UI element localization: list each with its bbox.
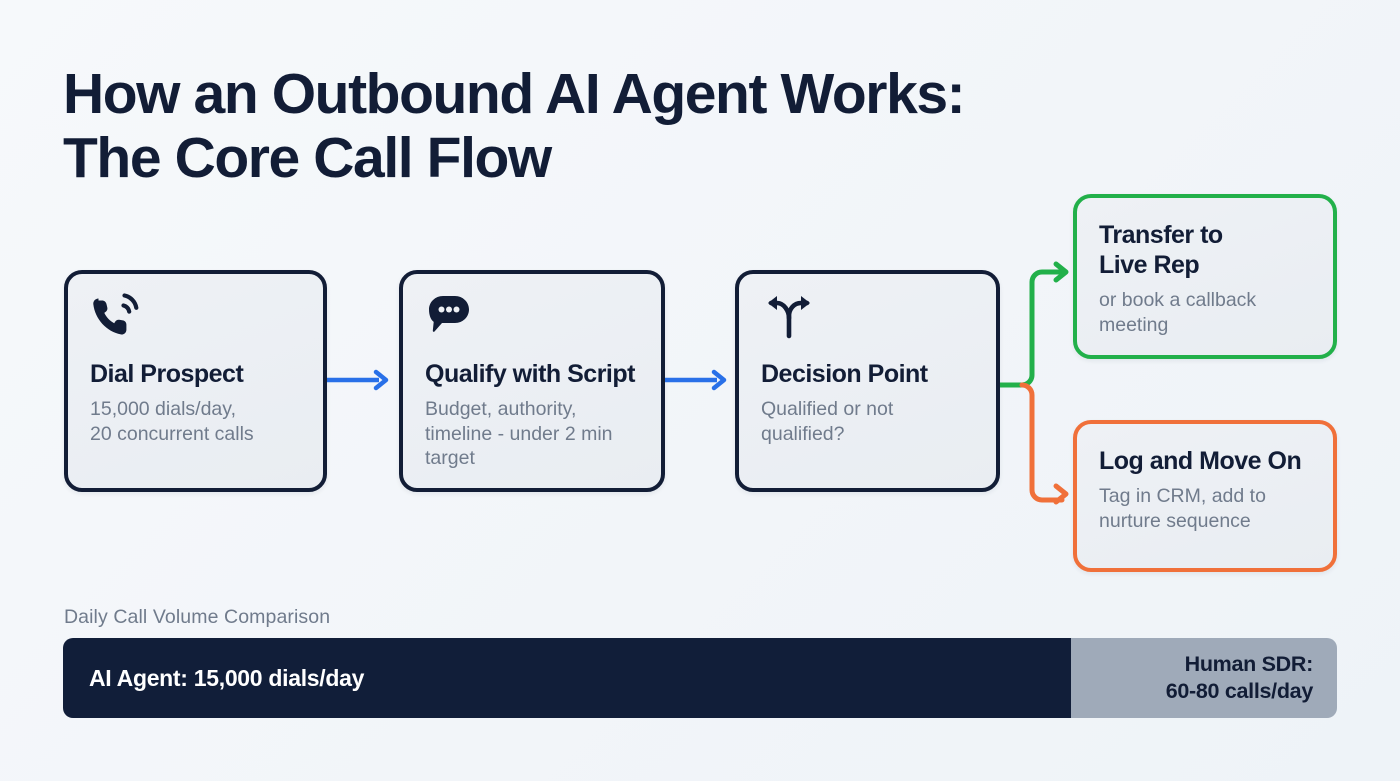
flow-step-decision-point: Decision Point Qualified or not qualifie… xyxy=(735,270,1000,492)
arrow-connector-dial-to-qualify xyxy=(327,369,397,396)
flow-step-desc: Budget, authority, timeline - under 2 mi… xyxy=(425,398,613,469)
outcome-title: Transfer to Live Rep xyxy=(1099,221,1223,279)
comparison-caption: Daily Call Volume Comparison xyxy=(64,606,331,628)
bar-segment-ai-agent: AI Agent: 15,000 dials/day xyxy=(63,638,1071,718)
fork-branch-icon xyxy=(761,292,978,345)
page-title: How an Outbound AI Agent Works: The Core… xyxy=(63,62,966,190)
outcome-title: Log and Move On xyxy=(1099,447,1302,475)
call-volume-comparison-bar: AI Agent: 15,000 dials/day Human SDR: 60… xyxy=(63,638,1337,718)
branch-connectors xyxy=(997,255,1080,520)
speech-bubble-dots-icon xyxy=(425,292,643,345)
flow-step-title: Decision Point xyxy=(761,360,928,388)
arrow-connector-qualify-to-decision xyxy=(665,369,737,396)
flow-step-desc: 15,000 dials/day, 20 concurrent calls xyxy=(90,398,254,445)
phone-call-icon xyxy=(90,292,305,345)
outcome-log-and-move-on: Log and Move On Tag in CRM, add to nurtu… xyxy=(1073,420,1337,572)
flow-step-dial-prospect: Dial Prospect 15,000 dials/day, 20 concu… xyxy=(64,270,327,492)
flow-step-title: Dial Prospect xyxy=(90,360,244,388)
flow-step-desc: Qualified or not qualified? xyxy=(761,398,894,445)
outcome-desc: Tag in CRM, add to nurture sequence xyxy=(1099,485,1266,532)
outcome-desc: or book a callback meeting xyxy=(1099,289,1257,336)
outcome-transfer-to-live-rep: Transfer to Live Rep or book a callback … xyxy=(1073,194,1337,359)
bar-segment-human-sdr: Human SDR: 60-80 calls/day xyxy=(1071,638,1337,718)
flow-step-title: Qualify with Script xyxy=(425,360,635,388)
flow-step-qualify-with-script: Qualify with Script Budget, authority, t… xyxy=(399,270,665,492)
